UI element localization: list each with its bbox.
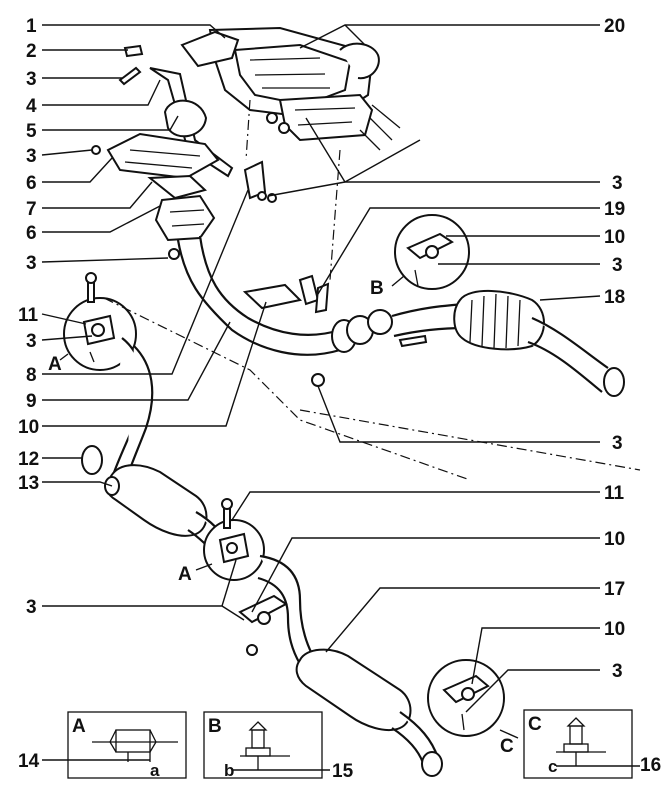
rear-silencer	[238, 554, 443, 777]
callout-16: 16	[640, 755, 661, 776]
callout-20: 20	[604, 16, 625, 37]
callout-10: 10	[604, 529, 625, 550]
engine-block-drawing	[208, 26, 401, 151]
dimension-c: c	[548, 757, 557, 776]
dimension-b: b	[224, 761, 234, 780]
detail-letter-c: C	[500, 736, 514, 757]
callout-8: 8	[26, 365, 37, 386]
callout-3: 3	[26, 253, 37, 274]
catalytic-converter	[391, 290, 625, 397]
detail-letter-a: A	[48, 354, 62, 375]
inset-box-c	[523, 709, 640, 779]
detail-circle-c	[427, 659, 505, 737]
detail-circle-a-left	[63, 272, 137, 371]
callout-11: 11	[18, 305, 39, 326]
front-exhaust-pipe	[176, 235, 428, 387]
callout-19: 19	[604, 199, 625, 220]
callout-10: 10	[18, 417, 39, 438]
inset-letter-c: C	[528, 714, 542, 735]
front-bracket-parts	[91, 30, 277, 260]
callout-6: 6	[26, 173, 37, 194]
inset-box-a	[42, 711, 187, 779]
callout-9: 9	[26, 391, 37, 412]
callout-5: 5	[26, 121, 37, 142]
callout-14: 14	[18, 751, 40, 772]
detail-letter-b: B	[370, 278, 384, 299]
callout-6: 6	[26, 223, 37, 244]
callout-10: 10	[604, 227, 625, 248]
callout-17: 17	[604, 579, 625, 600]
callout-12: 12	[18, 449, 39, 470]
callout-2: 2	[26, 41, 37, 62]
callout-3: 3	[612, 173, 623, 194]
callout-3: 3	[612, 255, 623, 276]
callout-7: 7	[26, 199, 37, 220]
callout-3: 3	[612, 433, 623, 454]
inset-letter-a: A	[72, 716, 86, 737]
callout-3: 3	[26, 597, 37, 618]
callout-4: 4	[26, 96, 37, 117]
dimension-a: a	[150, 761, 160, 780]
callout-3: 3	[612, 661, 623, 682]
callout-3: 3	[26, 69, 37, 90]
callout-1: 1	[26, 16, 37, 37]
callout-11: 11	[604, 483, 625, 504]
callout-10: 10	[604, 619, 625, 640]
detail-circle-a-mid	[203, 498, 265, 581]
leader-lines	[41, 24, 601, 739]
inset-letter-b: B	[208, 716, 222, 737]
inset-box-b	[203, 711, 330, 779]
detail-letter-a: A	[178, 564, 192, 585]
front-muffler	[81, 337, 233, 561]
callout-13: 13	[18, 473, 39, 494]
callout-15: 15	[332, 761, 354, 782]
callout-18: 18	[604, 287, 625, 308]
detail-circle-b	[394, 214, 470, 290]
callout-3: 3	[26, 146, 37, 167]
callout-3: 3	[26, 331, 37, 352]
